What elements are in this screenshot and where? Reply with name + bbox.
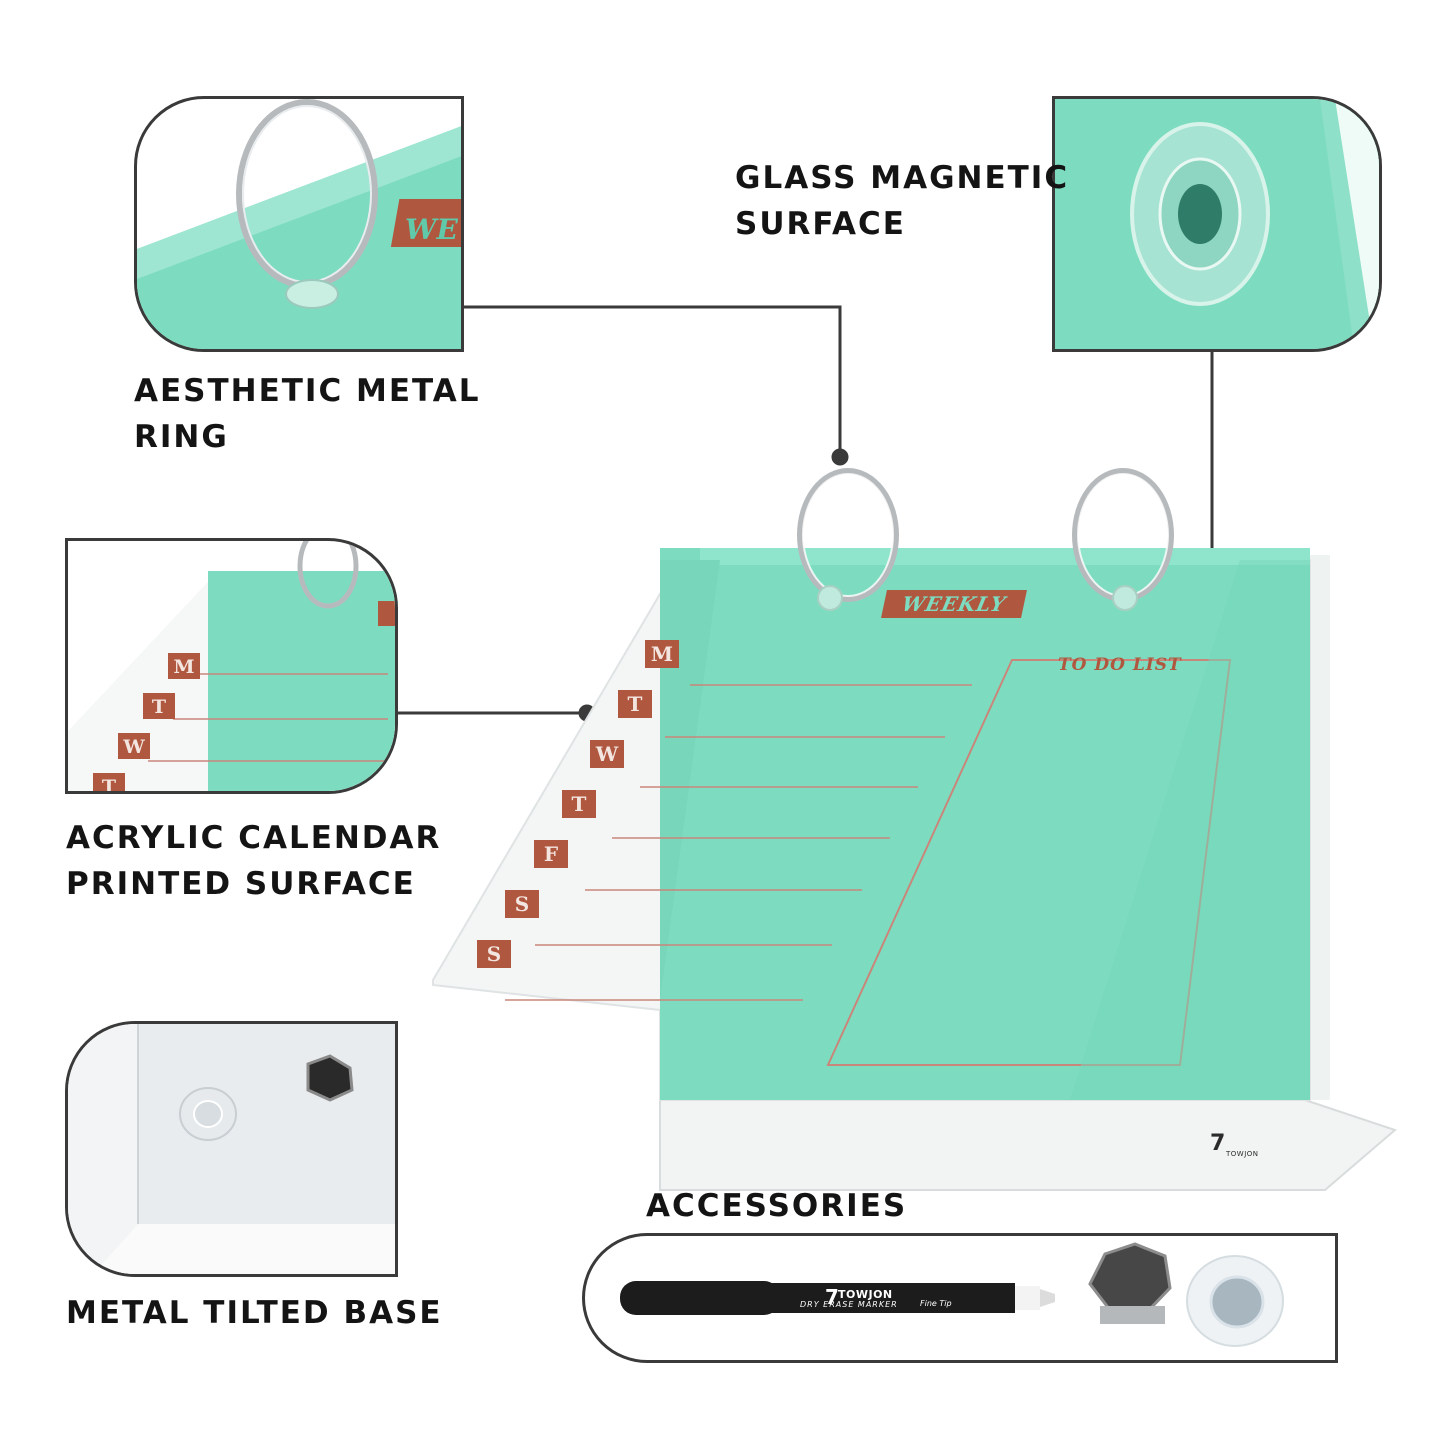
day-badge-sunday: S — [477, 940, 511, 968]
glass-callout-label: GLASS MAGNETIC SURFACE — [735, 155, 1069, 247]
base-eraser — [306, 1054, 354, 1102]
svg-text:7: 7 — [1210, 1131, 1225, 1156]
base-label-line1: METAL TILTED BASE — [66, 1295, 443, 1331]
weekly-header-badge: WEEKLY — [881, 590, 1027, 618]
glass-closeup-image — [1055, 99, 1379, 349]
accessories-image: 7 — [620, 1242, 1284, 1347]
acrylic-label-line1: ACRYLIC CALENDAR — [66, 820, 442, 856]
glass-label-line2: SURFACE — [735, 206, 906, 242]
marker-brand-text: TOWJON — [838, 1288, 893, 1301]
ring-callout-label: AESTHETIC METAL RING — [134, 368, 481, 460]
todo-title: TO DO LIST — [1058, 655, 1182, 675]
acrylic-closeup-frame: M T W T — [65, 538, 398, 794]
left-ring — [797, 468, 899, 602]
accessories-label: ACCESSORIES — [646, 1183, 907, 1229]
ring-connector-dot — [831, 448, 849, 466]
ring-label-line2: RING — [134, 419, 229, 455]
base-callout-label: METAL TILTED BASE — [66, 1290, 443, 1336]
accessories-label-text: ACCESSORIES — [646, 1188, 908, 1224]
glass-closeup-frame — [1052, 96, 1382, 352]
board-brand-logo: TOWJON — [1226, 1150, 1259, 1158]
day-badge-thursday: T — [562, 790, 596, 818]
marker-tip-text: Fine Tip — [920, 1299, 952, 1308]
svg-text:T: T — [152, 696, 166, 718]
base-closeup-image — [68, 1024, 395, 1274]
ring-connector-line — [463, 305, 842, 457]
day-badge-wednesday: W — [590, 740, 624, 768]
day-badge-monday: M — [645, 640, 679, 668]
metal-base — [659, 1099, 1397, 1191]
day-badge-friday: F — [534, 840, 568, 868]
svg-text:W: W — [122, 736, 145, 758]
suction-magnet — [1186, 1255, 1284, 1347]
day-lines — [505, 684, 972, 1001]
acrylic-label-line2: PRINTED SURFACE — [66, 866, 416, 902]
day-badge-tuesday: T — [618, 690, 652, 718]
accessories-frame: 7 — [582, 1233, 1338, 1363]
weekly-header-text: WEEKLY — [899, 592, 1009, 616]
ring-label-line1: AESTHETIC METAL — [134, 373, 481, 409]
day-badge-saturday: S — [505, 890, 539, 918]
svg-text:7: 7 — [825, 1285, 839, 1309]
svg-text:T: T — [102, 776, 116, 794]
glass-label-line1: GLASS MAGNETIC — [735, 160, 1070, 196]
svg-text:M: M — [173, 656, 194, 678]
svg-text:WE: WE — [405, 213, 458, 246]
ring-closeup-image: WE — [137, 99, 461, 349]
dry-erase-marker: 7 — [620, 1281, 1055, 1315]
ring-closeup-frame: WE — [134, 96, 464, 352]
magnetic-eraser — [1088, 1242, 1172, 1324]
marker-label-text: DRY ERASE MARKER — [800, 1300, 898, 1309]
base-closeup-frame — [65, 1021, 398, 1277]
acrylic-callout-label: ACRYLIC CALENDAR PRINTED SURFACE — [66, 815, 441, 907]
acrylic-closeup-image: M T W T — [68, 541, 395, 794]
